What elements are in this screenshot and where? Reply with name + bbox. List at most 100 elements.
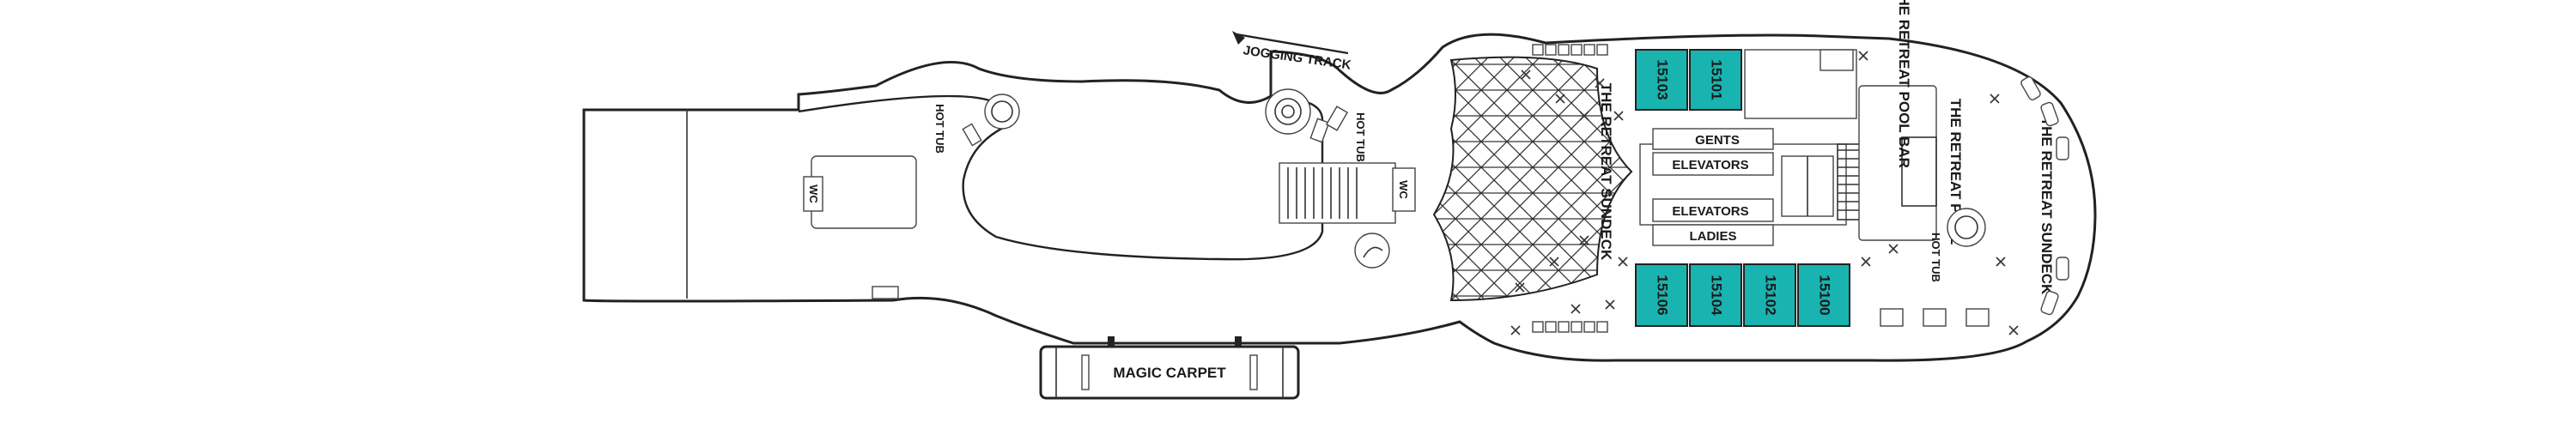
- stateroom-15101-box[interactable]: [1689, 49, 1742, 111]
- staterooms: 15103 15101 15106 15104 15102 15100: [1635, 49, 1857, 327]
- hot-tub-icon: [984, 94, 1020, 130]
- hot-tub-label-fwd: HOT TUB: [1929, 233, 1942, 282]
- table-icon: [2008, 325, 2019, 335]
- central-core: GENTS ELEVATORS ELEVATORS LADIES: [1639, 128, 1888, 246]
- wc-label-mid: WC: [1397, 180, 1410, 199]
- vent-grate: [872, 286, 899, 299]
- lounger-icon: [2040, 101, 2059, 127]
- jogging-track-arrow: [1232, 31, 1245, 45]
- table-icon: [1965, 308, 1990, 327]
- lounger-icon: [1583, 321, 1595, 333]
- table-icon: [1996, 257, 2006, 267]
- stateroom-15102-box[interactable]: [1743, 263, 1796, 327]
- elevators-label-upper: ELEVATORS: [1672, 158, 1748, 172]
- lounger-icon: [1571, 44, 1583, 56]
- lounger-icon: [1583, 44, 1595, 56]
- table-icon: [1990, 94, 2000, 104]
- retreat-sundeck-mid: THE RETREAT SUNDECK: [1598, 83, 1614, 261]
- table-icon: [1555, 94, 1565, 104]
- star-table-icons: [1510, 51, 2019, 335]
- magic-carpet-rail-right: [1249, 354, 1258, 390]
- lounger-icon: [1558, 321, 1570, 333]
- wc-label-aft: WC: [807, 184, 820, 203]
- stateroom-15101[interactable]: 15101: [1689, 49, 1742, 111]
- lounger-icon: [1325, 106, 1349, 131]
- retreat-sundeck-label-fwd: THE RETREAT SUNDECK: [2038, 118, 2055, 295]
- lounger-icon: [1545, 321, 1557, 333]
- hot-tub-label-mid: HOT TUB: [1354, 112, 1367, 162]
- hot-tub-label-aft: HOT TUB: [933, 104, 946, 154]
- table-icon: [1579, 235, 1589, 245]
- table-icon: [1923, 308, 1947, 327]
- stateroom-15100-box[interactable]: [1797, 263, 1850, 327]
- stateroom-15103[interactable]: 15103: [1635, 49, 1688, 111]
- hot-tub-icon: [1265, 88, 1311, 135]
- furniture-loungers: [1532, 44, 1990, 333]
- lounger-icon: [1571, 321, 1583, 333]
- magic-carpet-rail-left: [1081, 354, 1090, 390]
- ladies-label: LADIES: [1689, 229, 1736, 244]
- spiral-stair-icon: [1354, 233, 1390, 269]
- lounger-icon: [2020, 76, 2041, 100]
- stateroom-15100-number: 15100: [1817, 275, 1833, 315]
- table-icon: [1861, 257, 1871, 267]
- stateroom-15106-number: 15106: [1655, 275, 1671, 315]
- magic-carpet: MAGIC CARPET: [1039, 336, 1300, 400]
- table-icon: [1880, 308, 1904, 327]
- jogging-track-line: [1236, 33, 1349, 55]
- stateroom-15104-number: 15104: [1709, 275, 1725, 316]
- table-icon: [1613, 111, 1624, 121]
- table-icon: [1549, 257, 1559, 267]
- elevators-upper-box: [1652, 152, 1774, 176]
- ladies-box: [1652, 224, 1774, 246]
- stateroom-15100[interactable]: 15100: [1797, 263, 1850, 327]
- lounger-icon: [2056, 257, 2069, 281]
- magic-carpet-label: MAGIC CARPET: [1113, 365, 1226, 381]
- gents-box: [1652, 128, 1774, 150]
- lounger-icon: [962, 123, 982, 147]
- magic-carpet-platform: [1039, 345, 1300, 400]
- retreat-pool-label: THE RETREAT POOL: [1947, 99, 1964, 245]
- lounger-icon: [1596, 321, 1608, 333]
- table-icon: [1618, 257, 1628, 267]
- stateroom-15106[interactable]: 15106: [1635, 263, 1688, 327]
- retreat-pool-bar-label: THE RETREAT POOL BAR: [1896, 0, 1912, 168]
- magic-carpet-mount-right: [1235, 336, 1242, 347]
- aft-structure: [811, 155, 917, 229]
- stateroom-15102-number: 15102: [1763, 275, 1779, 315]
- retreat-pool-area: THE RETREAT POOL BAR THE RETREAT POOL HO…: [1858, 0, 2069, 316]
- table-icon: [1605, 299, 1615, 310]
- lounger-icon: [1532, 321, 1544, 333]
- bar-cabinet: [1820, 49, 1854, 71]
- table-icon: [1858, 51, 1868, 61]
- elevators-lower-box: [1652, 198, 1774, 222]
- stateroom-15101-number: 15101: [1709, 59, 1725, 100]
- table-icon: [1579, 111, 1589, 121]
- stateroom-15104[interactable]: 15104: [1689, 263, 1742, 327]
- table-icon: [1888, 244, 1899, 254]
- lounger-icon: [2056, 136, 2069, 160]
- table-icon: [1510, 325, 1521, 335]
- mid-deck: HOT TUB WC: [1265, 88, 1416, 269]
- stateroom-15102[interactable]: 15102: [1743, 263, 1796, 327]
- stateroom-15106-box[interactable]: [1635, 263, 1688, 327]
- lounger-icon: [1596, 44, 1608, 56]
- hot-tub-icon: [1947, 208, 1986, 247]
- stateroom-15103-box[interactable]: [1635, 49, 1688, 111]
- lounger-icon: [1558, 44, 1570, 56]
- hot-tub-aft: HOT TUB: [933, 94, 1020, 154]
- table-icon: [1521, 69, 1531, 80]
- stateroom-15103-number: 15103: [1655, 59, 1671, 100]
- magic-carpet-mount-left: [1108, 336, 1115, 347]
- wc-box-mid: [1392, 167, 1416, 212]
- elevators-label-lower: ELEVATORS: [1672, 204, 1748, 219]
- lounger-icon: [1309, 118, 1330, 143]
- stateroom-15104-box[interactable]: [1689, 263, 1742, 327]
- lounger-icon: [1545, 44, 1557, 56]
- gents-label: GENTS: [1695, 133, 1740, 148]
- table-icon: [1595, 78, 1605, 88]
- lounger-icon: [2040, 290, 2059, 316]
- retreat-sundeck-label-mid: THE RETREAT SUNDECK: [1598, 83, 1614, 261]
- wc-box-aft: [803, 176, 823, 212]
